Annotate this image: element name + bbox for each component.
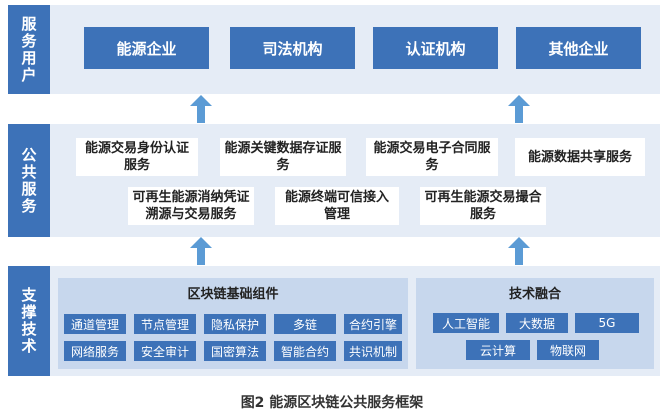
up-arrow-icon bbox=[508, 95, 530, 123]
chip-cloud-computing: 云计算 bbox=[466, 340, 530, 360]
up-arrow-icon bbox=[190, 95, 212, 123]
chip-national-crypto: 国密算法 bbox=[204, 341, 266, 361]
chip-multi-chain: 多链 bbox=[274, 314, 336, 334]
user-certification-body: 认证机构 bbox=[373, 27, 498, 69]
layer-title-public: 公共服务 bbox=[8, 124, 50, 237]
chip-ai: 人工智能 bbox=[433, 313, 499, 333]
layer-title-users: 服务用户 bbox=[8, 5, 50, 94]
chip-contract-engine: 合约引擎 bbox=[344, 314, 402, 334]
chip-privacy-protection: 隐私保护 bbox=[204, 314, 266, 334]
layer-title-support: 支撑技术 bbox=[8, 266, 50, 376]
chip-iot: 物联网 bbox=[537, 340, 599, 360]
panel-title-tech: 技术融合 bbox=[508, 287, 561, 302]
chip-network-service: 网络服务 bbox=[64, 341, 126, 361]
service-e-contract: 能源交易电子合同服务 bbox=[366, 138, 498, 176]
panel-title-blockchain: 区块链基础组件 bbox=[187, 287, 279, 302]
chip-security-audit: 安全审计 bbox=[134, 341, 196, 361]
chip-smart-contract: 智能合约 bbox=[274, 341, 336, 361]
service-trade-matching: 可再生能源交易撮合服务 bbox=[420, 187, 546, 225]
chip-consensus: 共识机制 bbox=[344, 341, 402, 361]
up-arrow-icon bbox=[190, 237, 212, 265]
chip-big-data: 大数据 bbox=[506, 313, 568, 333]
user-judicial-institution: 司法机构 bbox=[230, 27, 355, 69]
chip-5g: 5G bbox=[575, 313, 639, 333]
user-other-enterprise: 其他企业 bbox=[516, 27, 641, 69]
chip-node-management: 节点管理 bbox=[134, 314, 196, 334]
service-data-attestation: 能源关键数据存证服务 bbox=[220, 138, 346, 176]
figure-caption: 图2 能源区块链公共服务框架 bbox=[240, 395, 424, 411]
tech-fusion-panel: 技术融合 人工智能 大数据 5G 云计算 物联网 bbox=[416, 278, 654, 369]
chip-channel-management: 通道管理 bbox=[64, 314, 126, 334]
user-energy-enterprise: 能源企业 bbox=[84, 27, 209, 69]
service-renewable-certificate: 可再生能源消纳凭证溯源与交易服务 bbox=[128, 187, 254, 225]
up-arrow-icon bbox=[508, 237, 530, 265]
blockchain-components-panel: 区块链基础组件 通道管理 节点管理 隐私保护 多链 合约引擎 网络服务 安全审计… bbox=[58, 278, 408, 369]
service-data-sharing: 能源数据共享服务 bbox=[515, 138, 645, 176]
service-terminal-access: 能源终端可信接入管理 bbox=[275, 187, 399, 225]
service-identity-auth: 能源交易身份认证服务 bbox=[76, 138, 198, 176]
